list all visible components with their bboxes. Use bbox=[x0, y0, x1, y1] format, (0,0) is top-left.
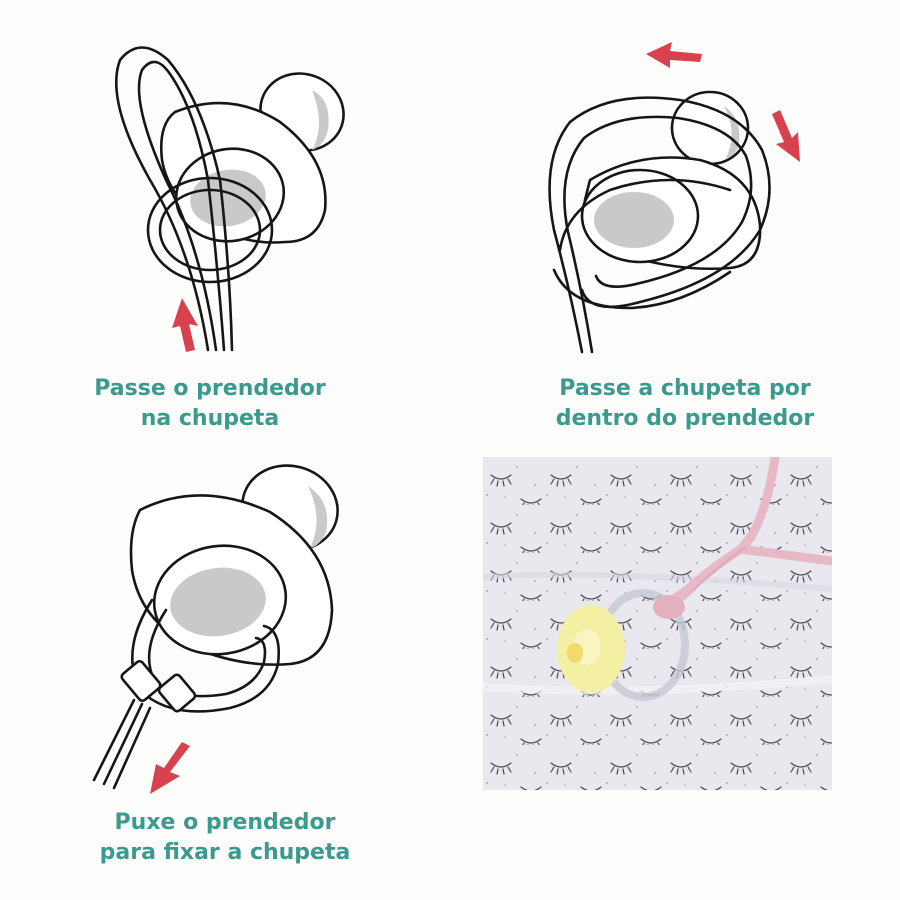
step-2-caption: Passe a chupeta por dentro do prendedor bbox=[545, 374, 825, 434]
step-2-illustration bbox=[530, 40, 820, 370]
arrow-down-right-icon bbox=[772, 110, 800, 162]
step-1-caption-line-1: Passe o prendedor bbox=[94, 376, 326, 401]
arrow-down-left-icon bbox=[150, 742, 190, 794]
step-3-caption: Puxe o prendedor para fixar a chupeta bbox=[75, 808, 375, 868]
arrow-left-icon bbox=[646, 42, 702, 68]
step-1-illustration bbox=[80, 30, 360, 370]
product-photo bbox=[483, 457, 832, 790]
pacifier-loop-step-1 bbox=[114, 46, 345, 352]
step-3-illustration bbox=[80, 450, 380, 800]
arrow-up-icon bbox=[172, 298, 198, 352]
step-2-caption-line-1: Passe a chupeta por bbox=[559, 376, 811, 401]
pacifier-loop-step-3 bbox=[92, 464, 339, 794]
pacifier-on-muslin-photo bbox=[483, 457, 832, 790]
step-3-caption-line-2: para fixar a chupeta bbox=[99, 840, 351, 865]
step-1-caption-line-2: na chupeta bbox=[140, 406, 280, 431]
step-1-caption: Passe o prendedor na chupeta bbox=[70, 374, 350, 434]
step-3-caption-line-1: Puxe o prendedor bbox=[114, 810, 336, 835]
pacifier-loop-step-2 bbox=[548, 42, 800, 354]
step-2-caption-line-2: dentro do prendedor bbox=[555, 406, 815, 431]
